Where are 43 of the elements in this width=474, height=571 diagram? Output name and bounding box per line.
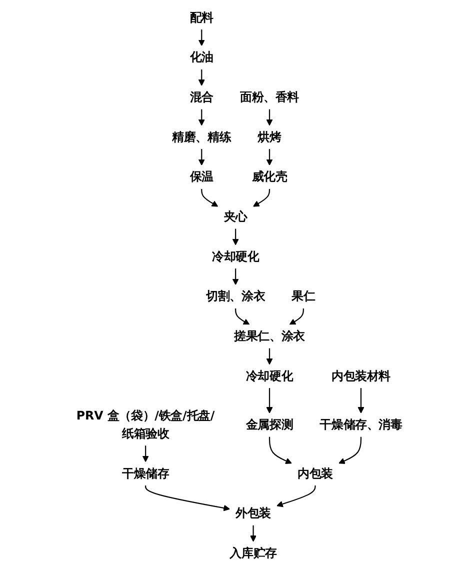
node-text: 面粉、香料 — [240, 90, 299, 104]
arrow — [198, 109, 205, 126]
arrow — [338, 436, 362, 464]
node-text: 外包装 — [236, 506, 271, 520]
node-text: 搓果仁、涂衣 — [234, 329, 305, 344]
node-text: 混合 — [190, 90, 214, 104]
arrow — [266, 109, 273, 126]
arrow — [266, 388, 273, 414]
node-text: 果仁 — [292, 289, 316, 304]
arrow — [201, 188, 218, 207]
node-text: 夹心 — [224, 210, 248, 224]
node-text: 烘烤 — [258, 130, 282, 144]
arrow — [358, 388, 364, 414]
arrow — [266, 149, 273, 166]
node-text: 威化壳 — [252, 170, 288, 184]
arrow — [142, 446, 149, 462]
arrow — [234, 308, 250, 325]
arrow — [144, 485, 230, 512]
arrow — [250, 525, 256, 542]
arrow — [289, 308, 304, 325]
node-text: 金属探测 — [246, 418, 294, 432]
arrow — [266, 348, 273, 365]
node-text: 内包装材料 — [331, 368, 390, 383]
arrow — [276, 485, 316, 508]
arrow — [252, 188, 270, 207]
node-text: PRV 盒（袋）/铁盒/托盘/纸箱验收 — [76, 408, 215, 440]
node-text: 干燥储存 — [122, 466, 170, 480]
node-text: 入库贮存 — [230, 546, 277, 560]
node-text: 化油 — [190, 50, 214, 64]
arrow — [232, 228, 239, 246]
node-text: 内包装 — [297, 466, 333, 480]
arrow — [198, 69, 205, 86]
node-text: 配料 — [190, 10, 214, 24]
node-text: 精磨、精练 — [172, 130, 232, 144]
node-text: 切割、涂衣 — [206, 289, 266, 304]
node-text: 干燥储存、消毒 — [320, 418, 402, 432]
arrow — [232, 268, 239, 286]
node-text: 保温 — [190, 170, 214, 184]
arrow — [198, 149, 205, 166]
node-text: 冷却硬化 — [212, 249, 260, 264]
arrow — [198, 30, 205, 46]
arrow — [268, 436, 292, 464]
node-text: 冷却硬化 — [246, 368, 294, 383]
